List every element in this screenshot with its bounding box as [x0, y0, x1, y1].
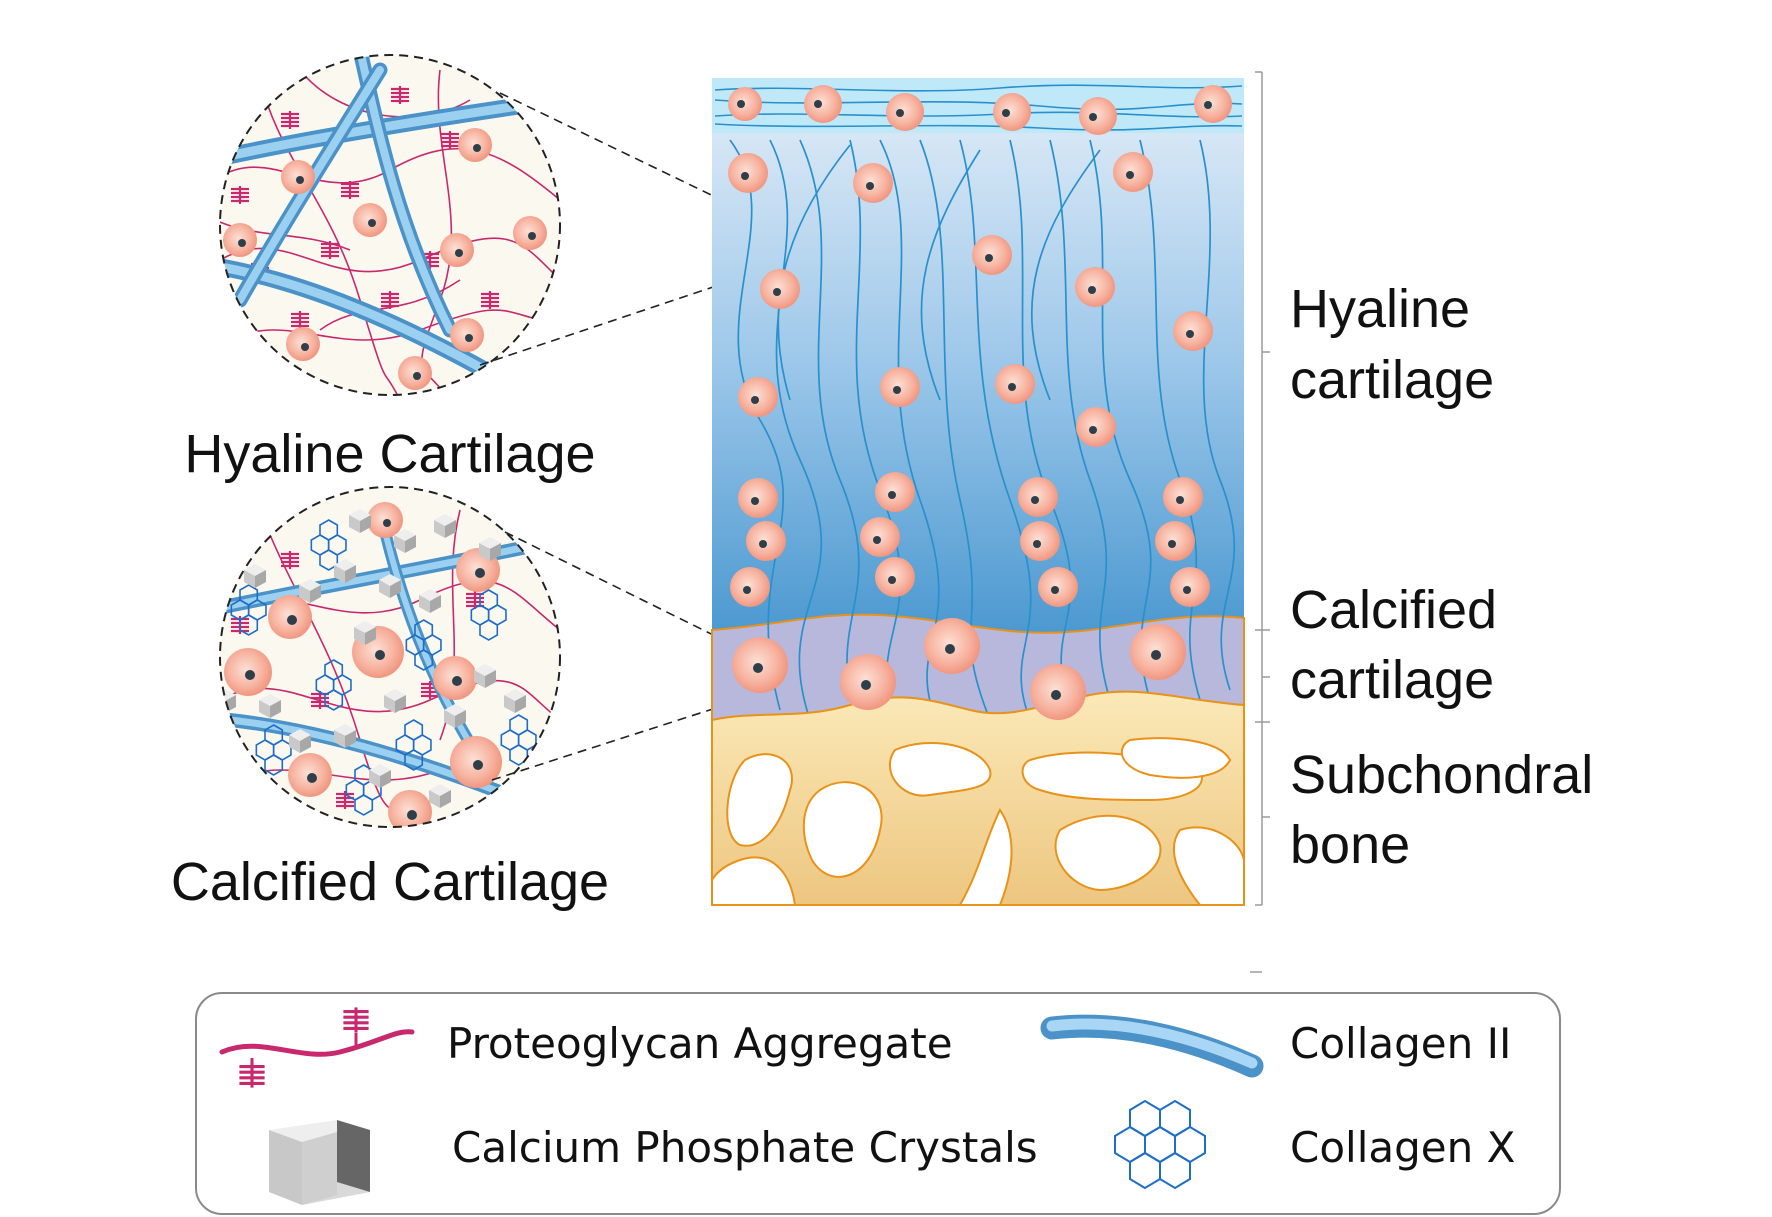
- calcified-zone-label-line2: cartilage: [1290, 650, 1494, 710]
- legend: Proteoglycan Aggregate Collagen II Calci…: [195, 992, 1561, 1215]
- calcified-zone-label-line1: Calcified: [1290, 580, 1497, 640]
- cartilage-cross-section: [711, 78, 1245, 906]
- hyaline-zone: [712, 78, 1244, 638]
- hyaline-zone-label-line2: cartilage: [1290, 350, 1494, 410]
- legend-proteoglycan-label: Proteoglycan Aggregate: [447, 1019, 953, 1068]
- subchondral-zone-label-line2: bone: [1290, 815, 1410, 875]
- legend-collagen-ii-label: Collagen II: [1290, 1019, 1511, 1068]
- calcium-phosphate-crystal-icon: [269, 1120, 370, 1205]
- proteoglycan-icon: [219, 1005, 415, 1090]
- legend-calcium-label: Calcium Phosphate Crystals: [452, 1123, 1038, 1172]
- calcified-zone-chondrocytes: [732, 618, 1186, 720]
- zone-bracket: [1250, 71, 1270, 973]
- subchondral-zone-label-line1: Subchondral: [1290, 745, 1593, 805]
- calcified-circle-chondrocytes: [224, 502, 502, 827]
- collagen-x-icon: [1114, 1099, 1206, 1190]
- hyaline-cartilage-detail-circle: [219, 54, 561, 396]
- collagen-fibers-vertical: [729, 139, 1236, 731]
- calcified-circle-title: Calcified Cartilage: [171, 852, 609, 912]
- hyaline-zone-chondrocytes: [728, 85, 1232, 607]
- legend-collagen-x-label: Collagen X: [1290, 1123, 1515, 1172]
- collagen-ii-icon: [1040, 1014, 1264, 1078]
- calcified-cartilage-detail-circle: [219, 486, 561, 828]
- hyaline-circle-title: Hyaline Cartilage: [184, 424, 595, 484]
- collagen-ii-fibers: [220, 55, 560, 395]
- hyaline-circle-chondrocytes: [223, 128, 547, 390]
- superficial-layer: [712, 78, 1244, 133]
- zone-labels: Hyaline cartilage Calcified cartilage Su…: [1290, 279, 1593, 875]
- bone-marrow-spaces: [711, 737, 1245, 906]
- hyaline-zone-label-line1: Hyaline: [1290, 279, 1470, 339]
